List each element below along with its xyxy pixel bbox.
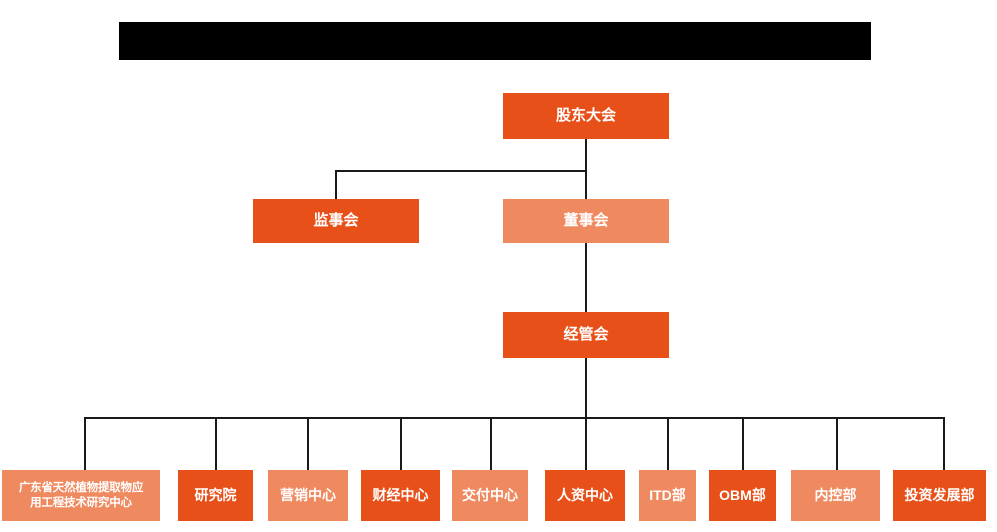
node-shareholders-meeting[interactable]: 股东大会 — [503, 93, 669, 139]
node-finance-center[interactable]: 财经中心 — [361, 470, 440, 521]
node-research-center-line1: 广东省天然植物提取物应 — [18, 482, 144, 495]
connector-drop-research-center — [84, 417, 86, 470]
node-research-center[interactable]: 广东省天然植物提取物应 用工程技术研究中心 — [2, 470, 160, 521]
node-institute[interactable]: 研究院 — [178, 470, 253, 521]
node-management-committee[interactable]: 经管会 — [503, 312, 669, 358]
connector-supervisors-drop — [335, 170, 337, 200]
connector-drop-hr-center — [585, 417, 587, 470]
redacted-title-bar — [119, 22, 871, 60]
connector-drop-marketing-center — [307, 417, 309, 470]
connector-level2-bus — [335, 170, 587, 172]
node-itd-dept[interactable]: ITD部 — [639, 470, 696, 521]
connector-drop-delivery-center — [490, 417, 492, 470]
node-research-center-line2: 用工程技术研究中心 — [30, 496, 132, 509]
connector-management-down — [585, 358, 587, 418]
node-board-of-supervisors[interactable]: 监事会 — [253, 199, 419, 243]
connector-drop-obm-dept — [742, 417, 744, 470]
connector-drop-itd-dept — [667, 417, 669, 470]
connector-shareholders-down — [585, 138, 587, 172]
node-marketing-center[interactable]: 营销中心 — [268, 470, 348, 521]
node-obm-dept[interactable]: OBM部 — [709, 470, 776, 521]
node-board-of-directors[interactable]: 董事会 — [503, 199, 669, 243]
connector-directors-drop — [585, 170, 587, 200]
node-hr-center[interactable]: 人资中心 — [545, 470, 625, 521]
connector-drop-investment-development-dept — [943, 417, 945, 470]
connector-drop-finance-center — [400, 417, 402, 470]
connector-directors-to-management — [585, 242, 587, 312]
connector-leaf-bus — [84, 417, 944, 419]
node-investment-development-dept[interactable]: 投资发展部 — [893, 470, 986, 521]
node-internal-control-dept[interactable]: 内控部 — [791, 470, 880, 521]
connector-drop-institute — [215, 417, 217, 470]
node-delivery-center[interactable]: 交付中心 — [452, 470, 528, 521]
connector-drop-internal-control-dept — [836, 417, 838, 470]
